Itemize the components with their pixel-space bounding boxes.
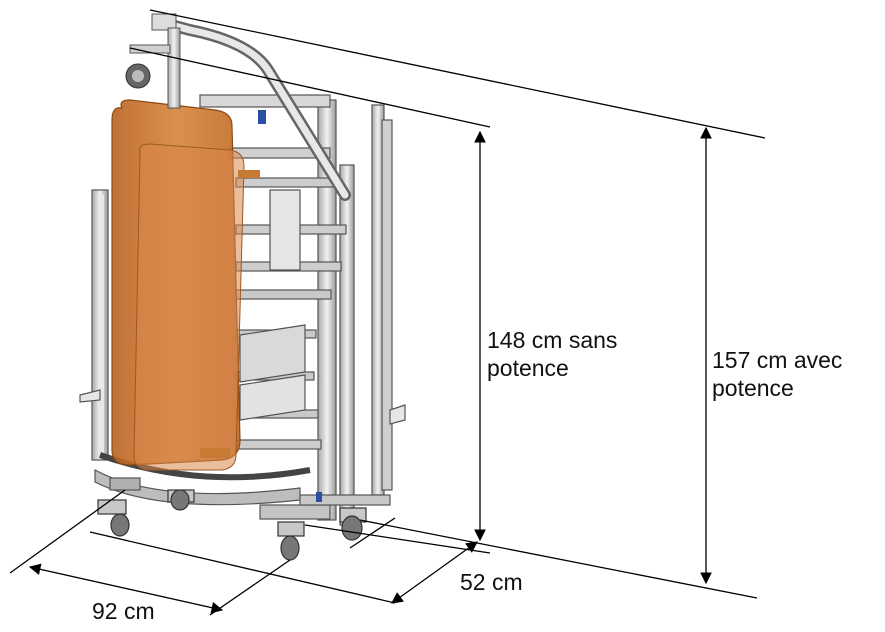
bottom-extension-line (359, 519, 758, 599)
length-arrow (28, 563, 224, 614)
height-without-pole-line2: potence (487, 355, 569, 381)
bed-frame (79, 94, 406, 526)
bed-casters (97, 489, 367, 561)
orange-headboard-panels (111, 99, 260, 471)
width-arrow (391, 541, 478, 604)
length-label: 92 cm (92, 598, 155, 624)
height-with-pole-line2: potence (712, 375, 794, 401)
height-without-pole-label: 148 cm sans potence (487, 326, 617, 382)
length-extension-right (209, 559, 291, 616)
width-extension-line (89, 531, 396, 604)
base-extension-line (304, 524, 491, 554)
height-without-pole-line1: 148 cm sans (487, 327, 618, 353)
length-extension-left (9, 489, 126, 574)
blue-fittings (258, 110, 322, 502)
dimension-lines (9, 9, 766, 616)
height-with-pole-line1: 157 cm avec (712, 347, 843, 373)
lifting-pole (125, 13, 351, 201)
width-extension-front (349, 517, 396, 549)
top-extension-line-without-pole (129, 47, 491, 128)
width-label: 52 cm (460, 569, 523, 595)
top-extension-line-with-pole (149, 9, 766, 139)
height-with-pole-label: 157 cm avec potence (712, 346, 842, 402)
